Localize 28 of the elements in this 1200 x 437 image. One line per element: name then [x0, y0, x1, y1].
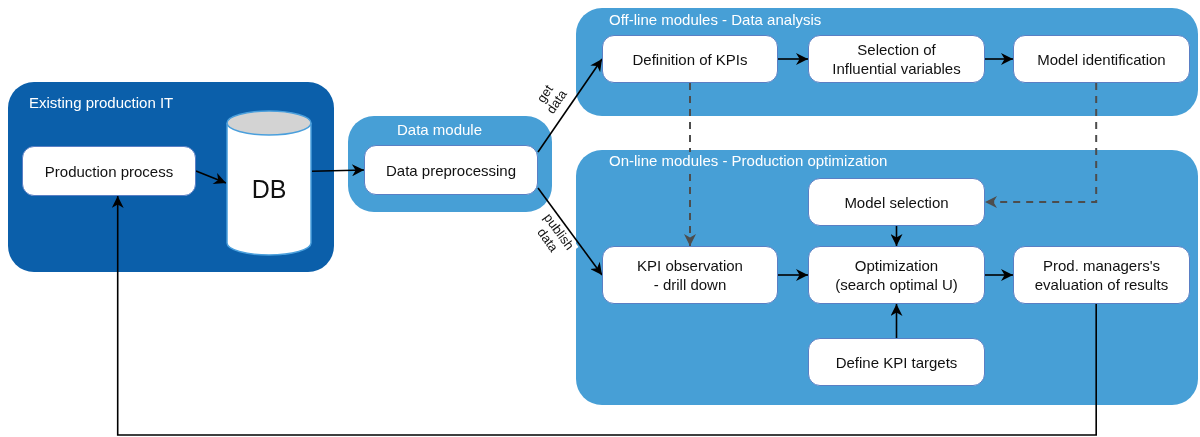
node-label: DB	[250, 175, 288, 203]
arrow	[537, 58, 603, 153]
arrow	[890, 303, 903, 339]
process-box: Optimization (search optimal U)	[808, 246, 985, 304]
arrow	[984, 82, 1098, 208]
process-box: Definition of KPIs	[602, 35, 778, 83]
process-box: Model selection	[808, 178, 985, 226]
group-panel	[576, 8, 1198, 116]
process-box: KPI observation - drill down	[602, 246, 778, 304]
arrow	[984, 269, 1014, 281]
arrow	[195, 170, 227, 185]
group-panel	[8, 82, 334, 272]
process-box: Data preprocessing	[364, 145, 538, 195]
arrow	[311, 164, 365, 177]
arrow	[111, 195, 1097, 436]
arrow	[890, 225, 903, 247]
arrow	[777, 53, 809, 65]
group-panel	[348, 116, 552, 212]
arrow	[537, 187, 603, 276]
arrow	[984, 53, 1014, 65]
arrow	[777, 269, 809, 281]
group-panel	[576, 150, 1198, 405]
arrow	[684, 82, 696, 247]
process-box: Define KPI targets	[808, 338, 985, 386]
process-box: Model identification	[1013, 35, 1190, 83]
process-box: Production process	[22, 146, 196, 196]
process-box: Selection of Influential variables	[808, 35, 985, 83]
process-box: Prod. managers's evaluation of results	[1013, 246, 1190, 304]
